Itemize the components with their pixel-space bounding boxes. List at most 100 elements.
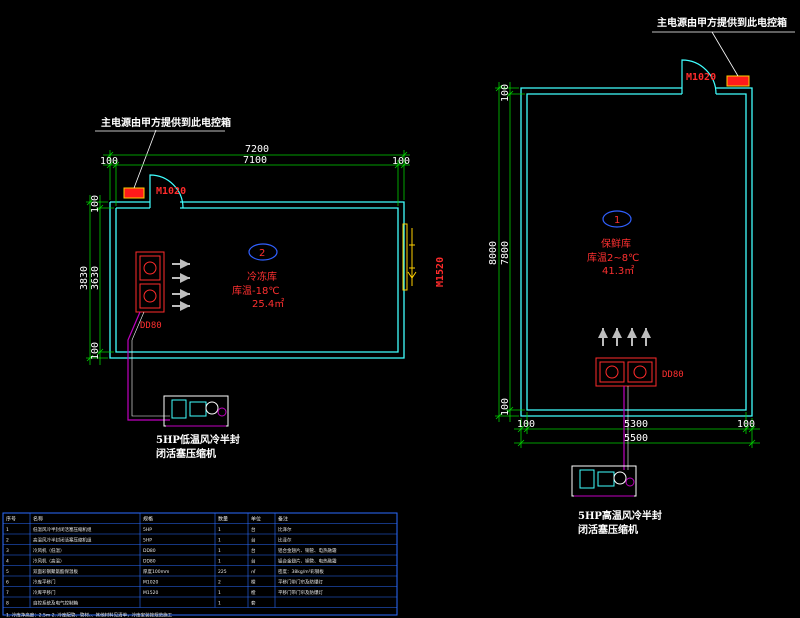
table-cell: 平移门带门帘及防爆灯 <box>278 579 323 586</box>
table-cell: 1 <box>6 527 9 533</box>
table-cell: 密度：38kg/m³彩钢板 <box>278 568 324 575</box>
right-side-dimensions <box>495 82 525 422</box>
left-room-outer-wall <box>109 201 405 359</box>
table-cell: DD80 <box>143 559 156 565</box>
right-airflow-arrows <box>598 328 651 346</box>
left-room-area: 25.4㎡ <box>252 298 284 310</box>
table-header-cell: 序号 <box>6 516 16 523</box>
table-header-cell: 备注 <box>278 516 288 523</box>
left-room-temperature: 库温-18℃ <box>232 284 280 297</box>
left-side-dimensions <box>86 195 114 365</box>
left-control-box <box>123 187 145 199</box>
left-dim-inner-depth: 3630 <box>90 266 101 290</box>
left-dim-right-wall: 100 <box>392 156 410 167</box>
right-dim-outer-depth: 8000 <box>488 241 499 265</box>
left-dim-inner-width: 7100 <box>243 155 267 166</box>
left-side-door-label: M1520 <box>435 257 446 287</box>
table-cell: 低温风冷半封闭活塞压缩机组 <box>33 526 92 533</box>
right-room-temperature: 库温2~8℃ <box>587 251 639 264</box>
table-cell: 铝合金翅片、铜管、电热融霜 <box>278 547 337 554</box>
right-power-note: 主电源由甲方提供到此电控箱 <box>657 16 787 29</box>
table-cell: 5HP <box>143 538 152 544</box>
right-compressor-label-2: 闭活塞压缩机 <box>578 523 638 536</box>
right-room-area: 41.3㎡ <box>602 265 634 277</box>
left-dim-left-wall: 100 <box>100 156 118 167</box>
left-dim-outer-width: 7200 <box>245 144 269 155</box>
table-cell: 樘 <box>251 579 256 586</box>
table-cell: 双面彩钢聚氨酯保温板 <box>33 568 78 575</box>
left-compressor-unit <box>163 395 229 427</box>
table-cell: 套 <box>251 600 256 607</box>
table-cell: 高温风冷半封闭活塞压缩机组 <box>33 537 92 544</box>
left-refrigerant-pipe <box>127 311 170 421</box>
table-header-cell: 名称 <box>33 516 43 523</box>
table-cell: 8 <box>6 601 9 607</box>
table-cell: 4 <box>6 559 9 565</box>
table-cell: 比泽尔 <box>278 537 292 544</box>
table-cell: 1 <box>218 590 221 596</box>
right-room-number: 1 <box>614 215 620 226</box>
left-room: M1020 主电源由甲方提供到此电控箱 7200 7100 100 100 <box>79 116 446 460</box>
table-cell: 樘 <box>251 589 256 596</box>
table-cell: 铝合金翅片、铜管、电热融霜 <box>278 558 337 565</box>
right-dim-right-wall: 100 <box>737 419 755 430</box>
table-cell: 台 <box>251 547 256 554</box>
table-cell: 1 <box>218 527 221 533</box>
table-cell: 2 <box>218 580 221 586</box>
table-cell: 自控系统及电气控制箱 <box>33 600 78 607</box>
table-cell: 比泽尔 <box>278 526 292 533</box>
table-cell: 3 <box>6 548 9 554</box>
table-cell: 台 <box>251 537 256 544</box>
table-cell: 2 <box>6 538 9 544</box>
table-header-cell: 规格 <box>143 516 153 523</box>
right-bottom-dimensions <box>514 412 760 448</box>
table-cell: DD80 <box>143 548 156 554</box>
table-cell: M1520 <box>143 590 158 596</box>
table-cell: 225 <box>218 569 227 575</box>
left-room-badge <box>248 243 278 261</box>
right-room-badge <box>602 210 632 228</box>
table-cell: 5HP <box>143 527 152 533</box>
left-room-inner-wall <box>115 207 399 353</box>
right-dim-inner-depth: 7800 <box>500 241 511 265</box>
right-room-name: 保鲜库 <box>601 237 631 250</box>
right-compressor-unit <box>571 465 637 497</box>
right-dim-left-wall: 100 <box>517 419 535 430</box>
table-header-cell: 单位 <box>251 516 261 523</box>
right-control-box <box>726 75 750 87</box>
table-cell: 冷风机（低温） <box>33 547 65 554</box>
table-cell: 冷风机（高温） <box>33 558 65 565</box>
table-footer-note: 1. 冷库净高度：2.5m 2. 冷库配管、管材、、其他材料见清单，冷库安装按规… <box>6 612 173 618</box>
table-cell: 厚度100mm <box>143 568 169 575</box>
table-cell: 台 <box>251 526 256 533</box>
right-room: M1020 主电源由甲方提供到此电控箱 8000 7800 100 100 <box>488 16 795 536</box>
table-cell: ㎡ <box>251 568 256 575</box>
table-cell: 1 <box>218 548 221 554</box>
table-cell: 6 <box>6 580 9 586</box>
left-airflow-arrows <box>172 259 190 311</box>
table-cell: 1 <box>218 559 221 565</box>
left-compressor-label-1: 5HP低温风冷半封 <box>156 433 240 446</box>
table-cell: 7 <box>6 590 9 596</box>
right-compressor-label-1: 5HP高温风冷半封 <box>578 509 662 522</box>
table-cell: 1 <box>218 538 221 544</box>
left-dim-outer-depth: 3830 <box>79 266 90 290</box>
table-cell: 5 <box>6 569 9 575</box>
right-unit-label: DD80 <box>662 370 684 380</box>
left-room-name: 冷冻库 <box>247 270 277 283</box>
table-cell: 1 <box>218 601 221 607</box>
left-unit-label: DD80 <box>140 321 162 331</box>
right-dim-outer-width: 5500 <box>624 433 648 444</box>
left-top-dimensions <box>103 150 410 206</box>
left-compressor-label-2: 闭活塞压缩机 <box>156 447 216 460</box>
left-dim-top-wall: 100 <box>90 195 101 213</box>
left-evaporator-unit <box>135 251 165 313</box>
right-dim-top-wall: 100 <box>500 84 511 102</box>
left-dim-bottom-wall: 100 <box>90 342 101 360</box>
table-cell: 冷库平移门 <box>33 579 56 586</box>
left-side-sliding-door <box>402 223 417 291</box>
table-cell: M1020 <box>143 580 158 586</box>
table-cell: 台 <box>251 558 256 565</box>
